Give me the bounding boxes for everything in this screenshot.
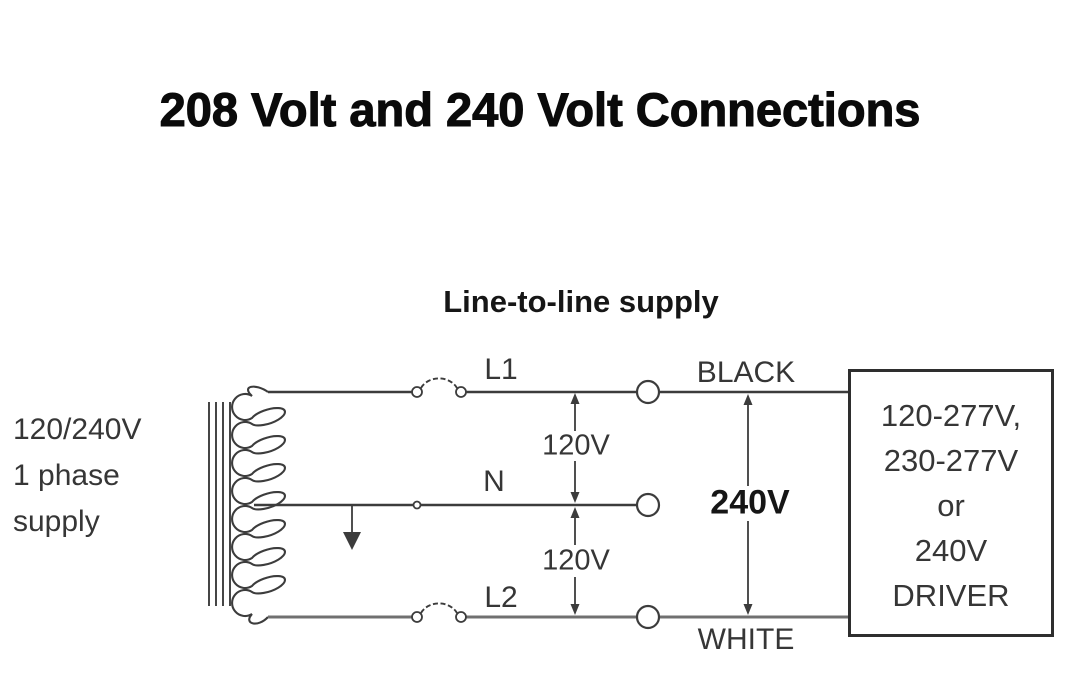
driver-box-line: 230-277V (883, 442, 1019, 478)
driver-box-line: 240V (914, 532, 988, 568)
supply-source-line: 120/240V (13, 413, 142, 446)
connector-node-neutral (635, 492, 661, 518)
fuse-l2-icon (411, 602, 467, 623)
driver-box-line: or (937, 487, 965, 523)
driver-box-line: DRIVER (892, 577, 1010, 613)
supply-source-line: 1 phase (13, 459, 120, 492)
connector-node-black (635, 379, 661, 405)
supply-source-line: supply (13, 505, 100, 538)
dimension-line-120v-bottom (570, 507, 580, 615)
dimension-line-240v (743, 394, 753, 615)
dimension-line-120v-top (570, 393, 580, 503)
wire-neutral (254, 500, 638, 510)
label-l1: L1 (484, 353, 518, 386)
label-120v-top: 120V (542, 429, 610, 462)
driver-box: 120-277V, 230-277V or 240V DRIVER (848, 369, 1054, 637)
label-120v-bottom: 120V (542, 544, 610, 577)
label-l2: L2 (484, 581, 518, 614)
fuse-l1-icon (411, 377, 467, 398)
ground-arrow-icon (343, 505, 361, 550)
connector-node-white (635, 604, 661, 630)
page-title: 208 Volt and 240 Volt Connections (159, 83, 921, 136)
label-black-wire: BLACK (696, 356, 796, 389)
label-240v: 240V (710, 483, 790, 522)
supply-source-label: 120/240V 1 phase supply (13, 407, 141, 545)
driver-box-line: 120-277V, (880, 397, 1022, 433)
line-to-line-supply-label: Line-to-line supply (443, 284, 719, 319)
transformer-core-icon (208, 402, 231, 606)
label-white-wire: WHITE (697, 623, 795, 656)
label-neutral: N (483, 465, 505, 498)
transformer-coil-icon (231, 385, 287, 625)
